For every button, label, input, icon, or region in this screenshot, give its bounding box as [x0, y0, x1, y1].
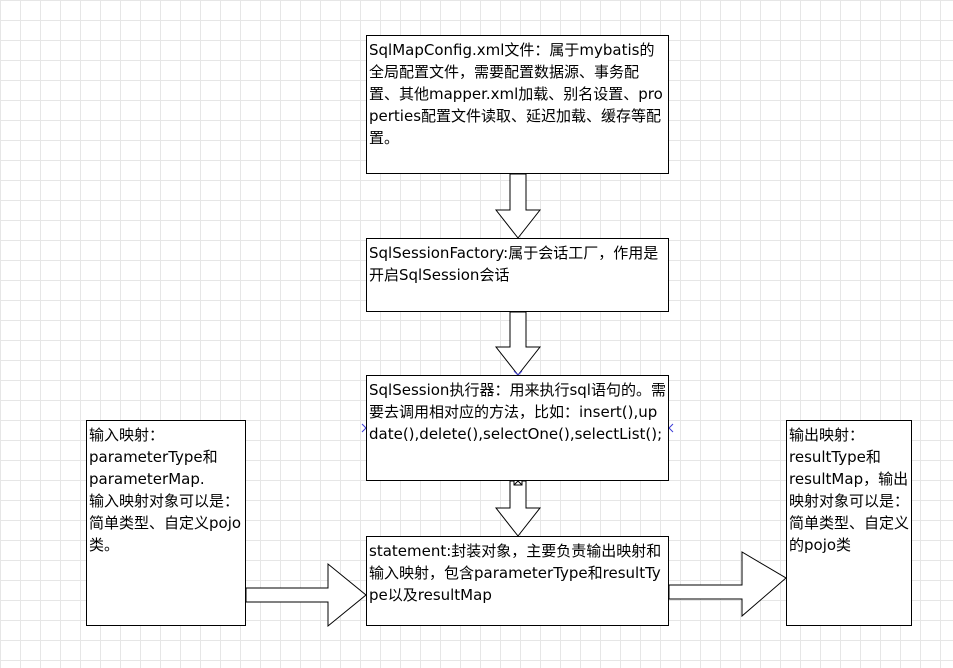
arrow-config-to-factory[interactable]	[494, 173, 542, 239]
node-sqlsession[interactable]: SqlSession执行器：用来执行sql语句的。需要去调用相对应的方法，比如：…	[366, 375, 669, 481]
node-input-mapping[interactable]: 输入映射： parameterType和 parameterMap. 输入映射对…	[86, 420, 246, 626]
arrow-input-to-statement[interactable]	[245, 562, 367, 628]
arrow-factory-to-session[interactable]	[494, 311, 542, 376]
node-statement[interactable]: statement:封装对象，主要负责输出映射和输入映射，包含parameter…	[366, 536, 669, 626]
node-output-mapping[interactable]: 输出映射： resultType和 resultMap，输出映射对象可以是：简单…	[786, 420, 912, 626]
arrow-statement-to-output[interactable]	[668, 551, 787, 618]
node-sqlsessionfactory[interactable]: SqlSessionFactory:属于会话工厂，作用是开启SqlSession…	[366, 238, 669, 312]
arrow-session-to-statement[interactable]	[494, 480, 542, 537]
node-sqlmapconfig[interactable]: SqlMapConfig.xml文件：属于mybatis的全局配置文件，需要配置…	[366, 35, 669, 174]
